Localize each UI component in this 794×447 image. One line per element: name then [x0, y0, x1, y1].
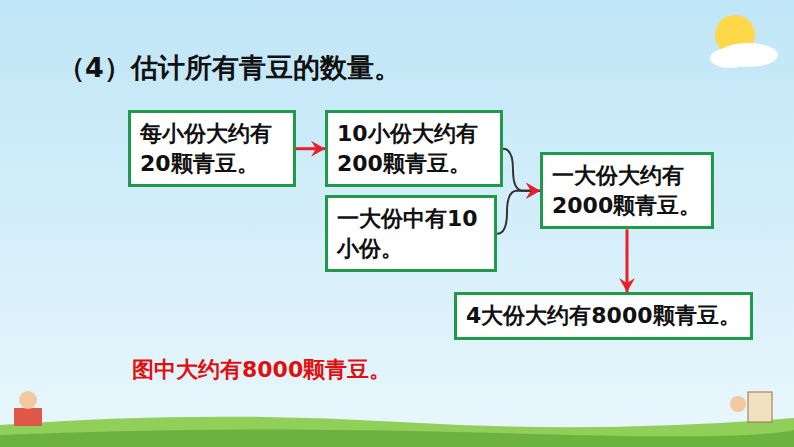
- step-box: 10小份大约有200颗青豆。: [325, 110, 503, 187]
- step-box: 一大份中有10小份。: [325, 195, 497, 272]
- step-text: 10小份大约有200颗青豆。: [337, 119, 491, 178]
- step-text: 一大份大约有2000颗青豆。: [552, 161, 702, 220]
- step-text: 每小份大约有20颗青豆。: [140, 119, 284, 178]
- step-box: 每小份大约有20颗青豆。: [128, 110, 296, 187]
- conclusion-note: 图中大约有8000颗青豆。: [132, 355, 391, 385]
- flow-arrow: [619, 229, 635, 292]
- child-figures: [14, 391, 772, 426]
- step-text: 一大份中有10小份。: [337, 204, 485, 263]
- grass: [0, 417, 794, 447]
- flow-arrow: [296, 141, 325, 157]
- step-box: 4大份大约有8000颗青豆。: [454, 292, 753, 340]
- step-box: 一大份大约有2000颗青豆。: [540, 152, 714, 229]
- flow-arrow: [497, 183, 540, 234]
- sun-cloud: [710, 15, 778, 68]
- step-text: 4大份大约有8000颗青豆。: [466, 301, 741, 331]
- slide-title: （4）估计所有青豆的数量。: [58, 50, 401, 86]
